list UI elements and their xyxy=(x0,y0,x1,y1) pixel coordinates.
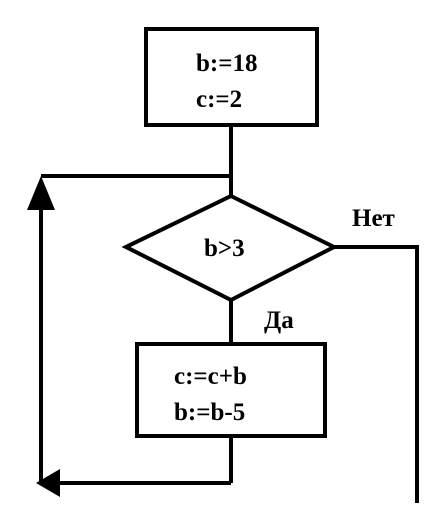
yes-branch-label: Да xyxy=(264,307,294,334)
no-branch-label: Нет xyxy=(352,205,395,232)
body-b-assign: b:=b-5 xyxy=(174,399,245,426)
loop-up-arrowhead xyxy=(27,176,55,210)
loop-bottom-arrowhead xyxy=(36,469,60,497)
init-b-assign: b:=18 xyxy=(196,50,257,77)
decision-condition: b>3 xyxy=(204,235,245,262)
init-c-assign: c:=2 xyxy=(196,86,242,113)
init-block xyxy=(144,27,319,127)
body-c-assign: c:=c+b xyxy=(174,363,247,390)
no-branch-line xyxy=(334,245,419,503)
